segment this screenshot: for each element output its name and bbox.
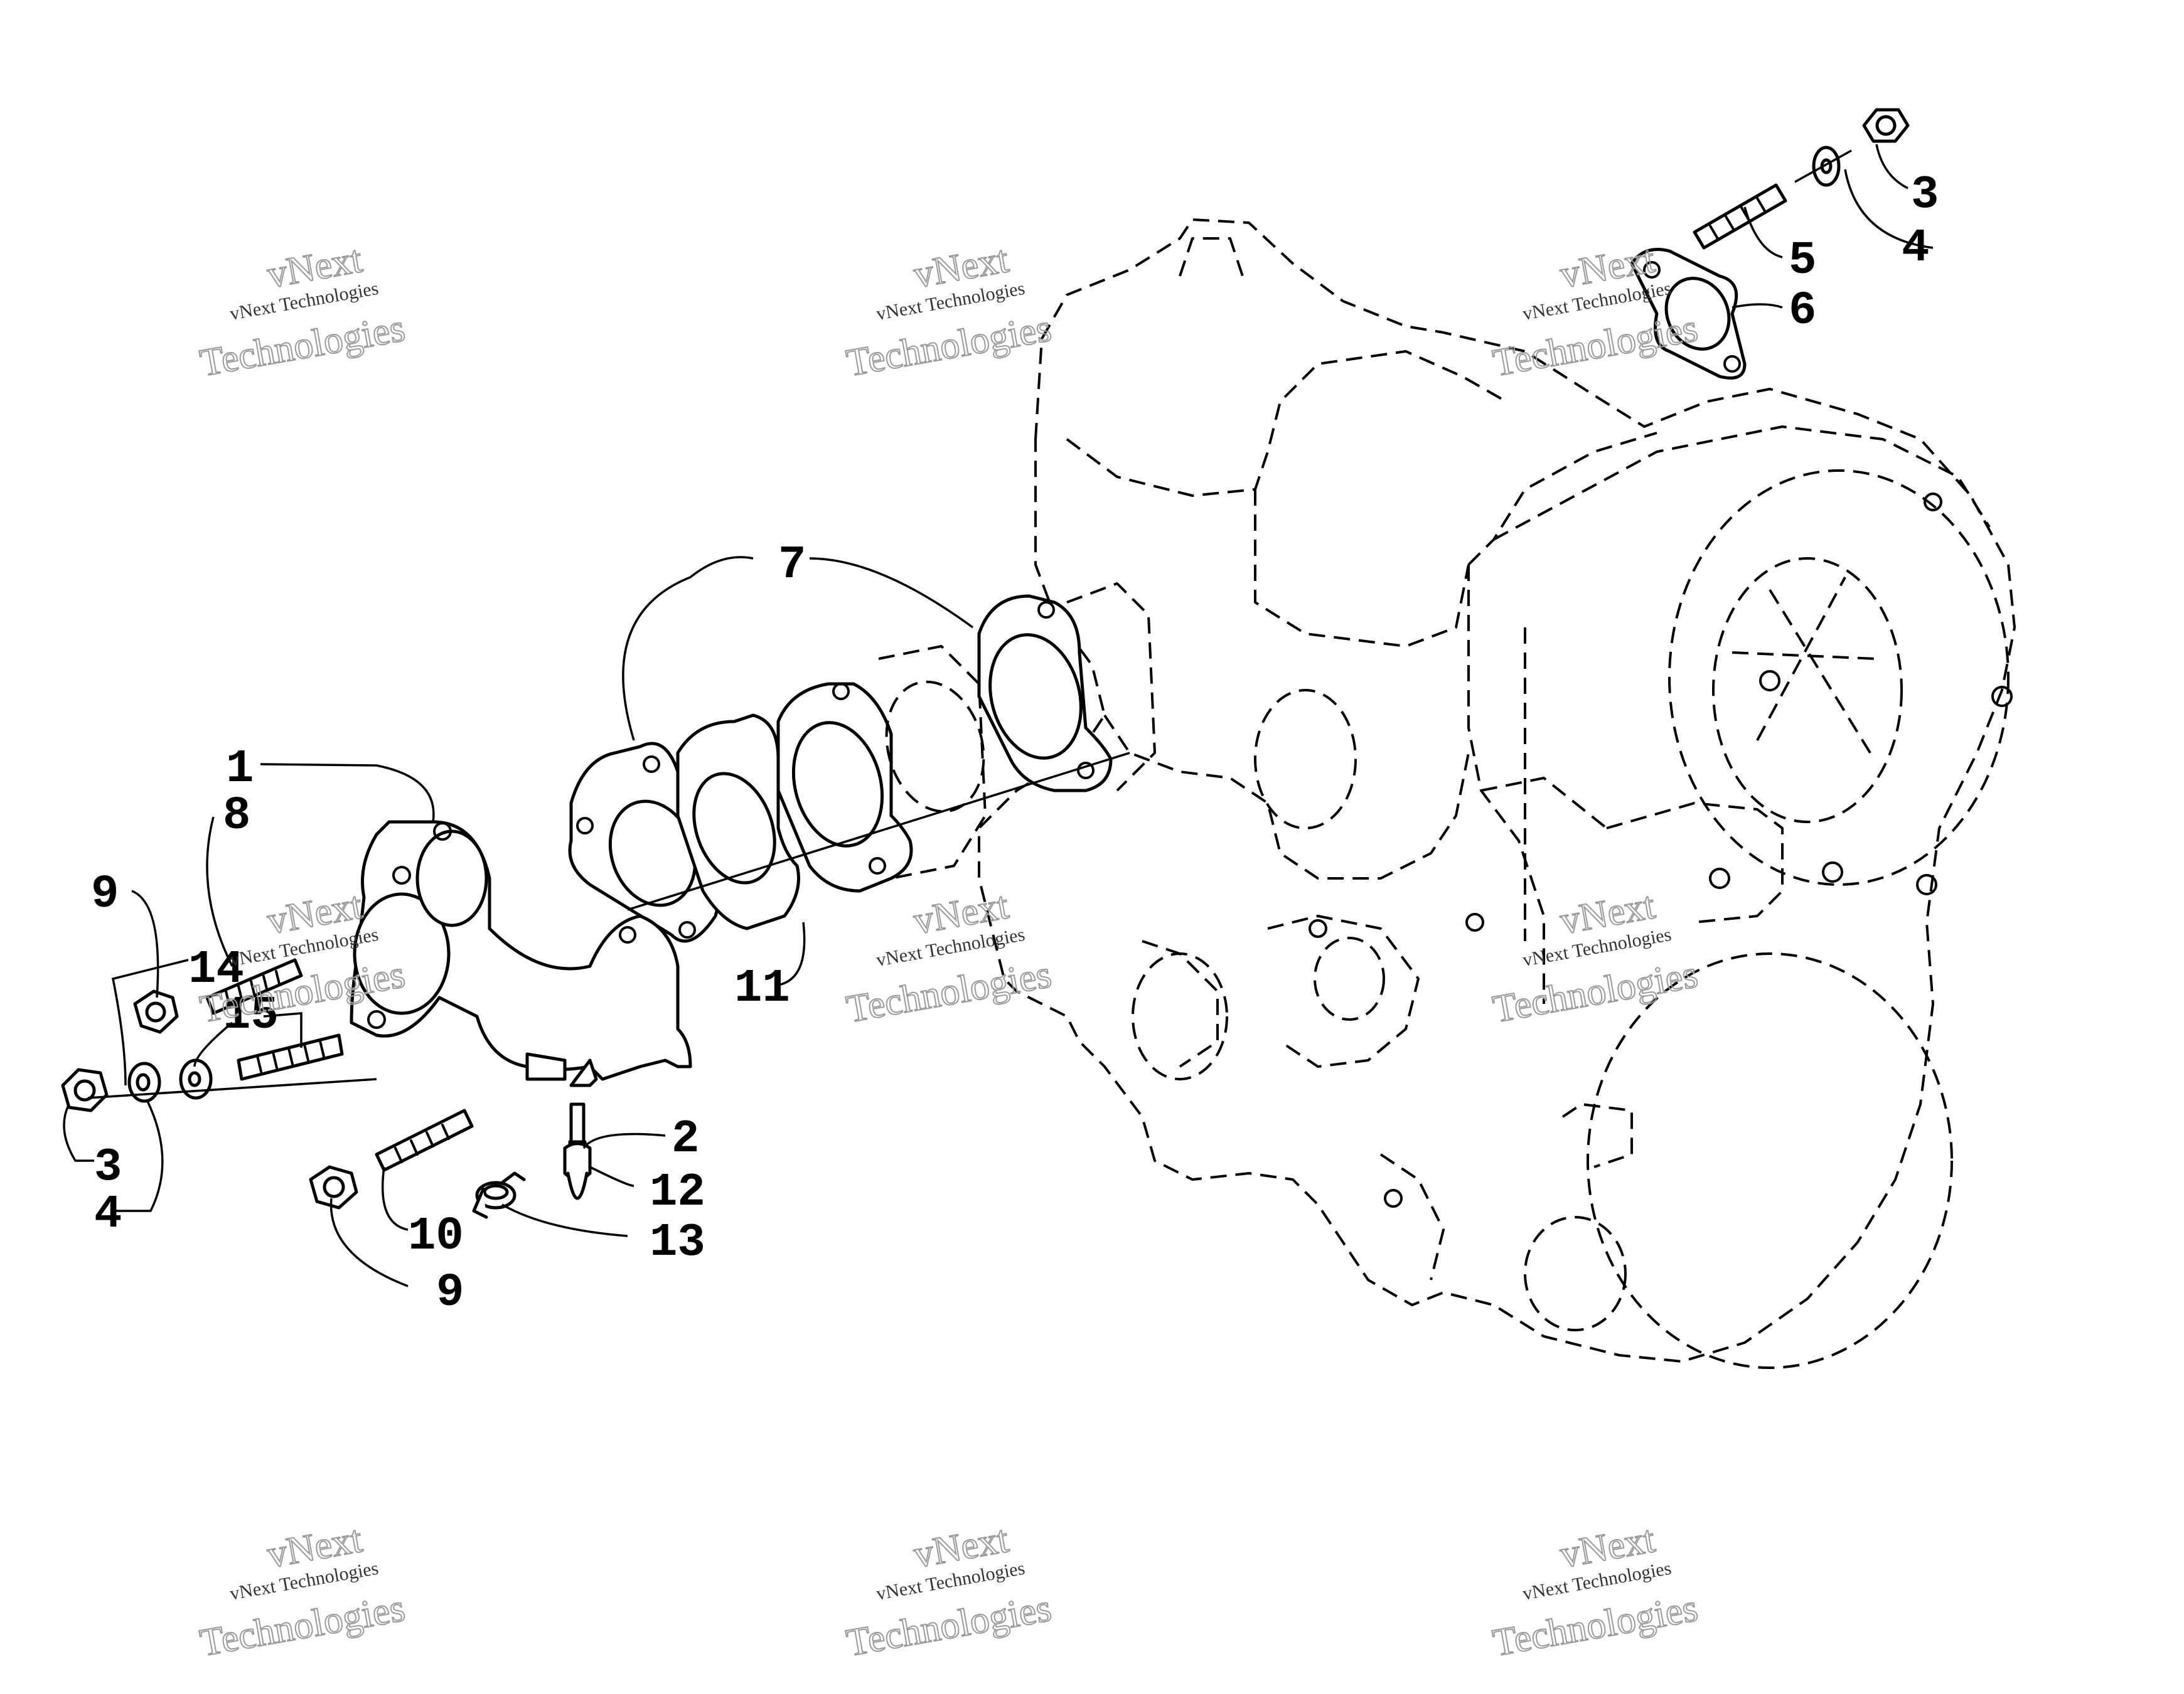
engine-flywheel-cover <box>1587 469 2010 1369</box>
svg-text:Technologies: Technologies <box>1490 953 1701 1031</box>
callout-1: 1 <box>226 743 254 796</box>
leader-lines <box>63 144 1934 1287</box>
watermark-1: vNext vNext Technologies Technologies <box>196 237 409 385</box>
callout-9: 9 <box>91 868 119 921</box>
svg-text:Technologies: Technologies <box>1490 307 1701 385</box>
callout-numbers: 1 8 9 14 15 3 4 10 9 2 12 13 11 7 3 4 5 … <box>91 169 1939 1319</box>
callout-11: 11 <box>734 962 790 1015</box>
watermark-2: vNext vNext Technologies Technologies <box>843 237 1055 385</box>
svg-text:Technologies: Technologies <box>843 953 1054 1031</box>
callout-7: 7 <box>778 539 806 592</box>
watermark-7: vNext vNext Technologies Technologies <box>196 1517 409 1665</box>
watermark-9: vNext vNext Technologies Technologies <box>1489 1517 1701 1665</box>
engine-port-openings <box>1132 689 1627 1331</box>
callout-9: 9 <box>436 1267 464 1319</box>
gasket-set <box>568 582 1156 943</box>
engine-outline <box>978 218 2016 1363</box>
callout-8: 8 <box>223 790 250 843</box>
svg-text:Technologies: Technologies <box>843 1587 1054 1665</box>
callout-2: 2 <box>672 1113 699 1166</box>
callout-14: 14 <box>188 944 244 996</box>
callout-3: 3 <box>94 1141 122 1194</box>
callout-6: 6 <box>1789 285 1816 338</box>
exhaust-manifold <box>350 820 692 1087</box>
callout-12: 12 <box>650 1166 705 1219</box>
svg-text:Technologies: Technologies <box>197 1587 408 1665</box>
upper-fasteners <box>1630 108 1910 380</box>
callout-13: 13 <box>650 1217 705 1269</box>
watermark-6: vNext vNext Technologies Technologies <box>1489 883 1701 1031</box>
watermark-8: vNext vNext Technologies Technologies <box>843 1517 1055 1665</box>
callout-15: 15 <box>223 989 279 1042</box>
watermark-5: vNext vNext Technologies Technologies <box>843 883 1055 1031</box>
callout-4: 4 <box>1902 222 1929 275</box>
fitting-assembly <box>472 1102 592 1219</box>
svg-text:Technologies: Technologies <box>843 307 1054 385</box>
svg-text:Technologies: Technologies <box>1490 1587 1701 1665</box>
left-fasteners <box>61 958 474 1210</box>
callout-10: 10 <box>408 1210 464 1263</box>
callout-3: 3 <box>1911 169 1939 221</box>
engine-bolts <box>1309 493 2013 1208</box>
callout-5: 5 <box>1789 235 1816 287</box>
svg-text:Technologies: Technologies <box>197 307 408 385</box>
callout-4: 4 <box>94 1188 122 1241</box>
